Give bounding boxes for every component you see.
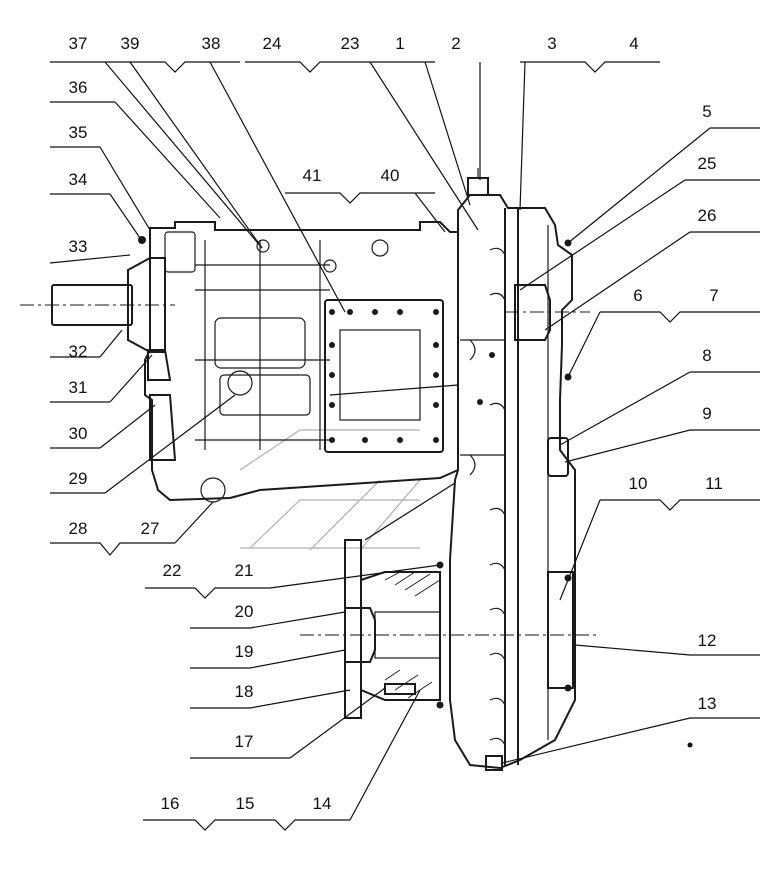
callout-6: 6 <box>633 286 643 305</box>
callout-30: 30 <box>68 424 88 443</box>
callout-16: 16 <box>160 794 180 813</box>
callout-1: 1 <box>395 34 405 53</box>
callout-17: 17 <box>234 732 254 751</box>
callout-23: 23 <box>340 34 360 53</box>
callout-14: 14 <box>312 794 332 813</box>
callout-40: 40 <box>380 166 400 185</box>
transfer-case <box>300 168 600 771</box>
callout-32: 32 <box>68 342 88 361</box>
callout-22: 22 <box>162 561 182 580</box>
leader-lines <box>49 61 760 831</box>
callout-8: 8 <box>702 346 712 365</box>
callout-7: 7 <box>709 286 719 305</box>
main-housing <box>144 221 459 503</box>
callout-39: 39 <box>120 34 140 53</box>
callout-28: 28 <box>68 519 88 538</box>
callout-15: 15 <box>235 794 255 813</box>
callout-12: 12 <box>697 631 717 650</box>
callout-36: 36 <box>68 78 88 97</box>
callout-9: 9 <box>702 404 712 423</box>
callout-26: 26 <box>697 206 717 225</box>
callout-18: 18 <box>234 682 254 701</box>
callout-13: 13 <box>697 694 717 713</box>
callout-41: 41 <box>302 166 322 185</box>
callout-10: 10 <box>628 474 648 493</box>
callout-11: 11 <box>705 474 723 493</box>
background-logo-mark <box>239 429 421 551</box>
side-cover <box>324 299 444 453</box>
callout-38: 38 <box>201 34 221 53</box>
callout-4: 4 <box>629 34 639 53</box>
callout-27: 27 <box>140 519 160 538</box>
callout-2: 2 <box>451 34 461 53</box>
callout-24: 24 <box>262 34 282 53</box>
callout-25: 25 <box>697 154 717 173</box>
callout-31: 31 <box>68 378 88 397</box>
callout-3: 3 <box>547 34 557 53</box>
callout-21: 21 <box>234 561 254 580</box>
callout-35: 35 <box>68 123 88 142</box>
callout-20: 20 <box>234 602 254 621</box>
callout-33: 33 <box>68 237 88 256</box>
callout-5: 5 <box>702 102 712 121</box>
input-shaft <box>20 236 177 461</box>
callout-34: 34 <box>68 170 88 189</box>
ink-dot <box>687 742 693 748</box>
callout-37: 37 <box>68 34 88 53</box>
callout-19: 19 <box>234 642 254 661</box>
callout-29: 29 <box>68 469 88 488</box>
